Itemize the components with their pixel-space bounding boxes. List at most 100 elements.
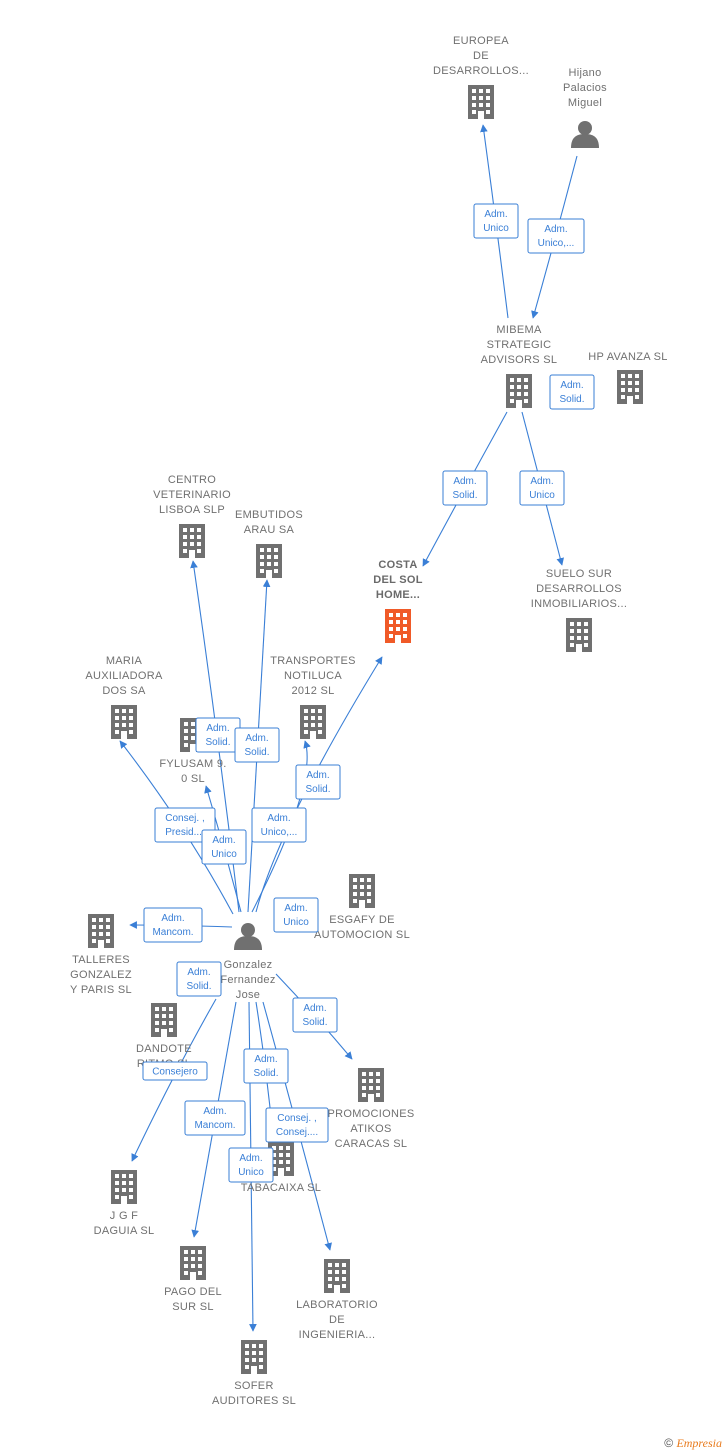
edge-label-box [143, 907, 203, 943]
edge-label-line: Adm. [161, 913, 184, 924]
edge-label-line: Consej.... [276, 1127, 318, 1138]
edge-label-gonzalez-to-transportes[interactable]: Adm. Solid. [295, 764, 341, 800]
edge-label-gonzalez-to-maria[interactable]: Consej. ,Presid.... [154, 807, 216, 843]
node-label-line: AUXILIADORA [85, 670, 163, 682]
node-label-line: DAGUIA SL [94, 1225, 155, 1237]
node-label-line: 0 SL [181, 773, 205, 785]
edge-label-line: Unico [283, 917, 309, 928]
node-label-line: NOTILUCA [284, 670, 342, 682]
building-icon [349, 874, 375, 908]
edge-label-mibema-to-costa[interactable]: Adm.Solid. [442, 470, 488, 506]
edge-label-gonzalez-to-embutidos[interactable]: Adm.Solid. [234, 727, 280, 763]
edge-label-line: Unico [483, 223, 509, 234]
edge-label-box [142, 1061, 208, 1081]
brand-logo[interactable]: Empresia [676, 1436, 722, 1450]
edge-label-mibema-to-suelo[interactable]: Adm.Unico [519, 470, 565, 506]
edge-label-box [273, 897, 319, 933]
edge-label-gonzalez-to-pago[interactable]: Adm.Mancom. [184, 1100, 246, 1136]
node-label-line: ADVISORS SL [481, 354, 558, 366]
edge-label-box [243, 1048, 289, 1084]
edge-label-line: Solid. [305, 784, 330, 795]
node-label-line: VETERINARIO [153, 489, 231, 501]
edge-label-line: Adm. [203, 1106, 226, 1117]
copyright-icon: © [664, 1436, 674, 1450]
edge-label-line: Adm. [267, 813, 290, 824]
edge-label-line: Adm. [239, 1153, 262, 1164]
edge-label-box [251, 807, 307, 843]
edge-label-gonzalez-to-talleres[interactable]: Adm.Mancom. [143, 907, 203, 943]
edge-label-line: Solid. [253, 1068, 278, 1079]
node-suelo[interactable]: SUELO SURDESARROLLOSINMOBILIARIOS... [531, 568, 627, 652]
node-hpavanza[interactable]: HP AVANZA SL [588, 351, 667, 404]
node-label-line: TABACAIXA SL [241, 1182, 321, 1194]
edge-label-line: Unico [211, 849, 237, 860]
edge-label-box [292, 997, 338, 1033]
edge-label-line: Unico [529, 490, 555, 501]
building-icon [324, 1259, 350, 1293]
node-europea[interactable]: EUROPEADEDESARROLLOS... [433, 35, 529, 119]
building-icon [468, 85, 494, 119]
edge-label-line: Consej. , [277, 1113, 316, 1124]
edge-label-gonzalez-to-dandote[interactable]: Adm.Solid. [176, 961, 222, 997]
node-label-line: ARAU SA [244, 524, 295, 536]
edge-label-line: Solid. [302, 1017, 327, 1028]
edge-label-gonzalez-to-jgf[interactable]: Consejero [142, 1061, 208, 1081]
node-label-line: SUR SL [172, 1301, 214, 1313]
edge-label-hijano-to-mibema[interactable]: Adm.Unico,... [527, 218, 585, 254]
building-icon [111, 705, 137, 739]
edge-label-mibema-to-hpavanza[interactable]: Adm.Solid. [549, 374, 595, 410]
edge-label-box [234, 727, 280, 763]
building-icon [358, 1068, 384, 1102]
edge-label-line: Adm. [306, 770, 329, 781]
node-label-line: EUROPEA [453, 35, 509, 47]
node-label-line: PROMOCIONES [327, 1108, 414, 1120]
edge-label-line: Adm. [245, 733, 268, 744]
person-icon [571, 121, 599, 148]
node-laboratorio[interactable]: LABORATORIODEINGENIERIA... [296, 1259, 378, 1341]
building-icon [385, 609, 411, 643]
node-dandote[interactable]: DANDOTERITMO SL [136, 1003, 192, 1070]
edge-label-line: Adm. [187, 967, 210, 978]
node-label-line: STRATEGIC [487, 339, 552, 351]
edge-label-gonzalez-to-centro[interactable]: Adm.Solid. [195, 717, 241, 753]
edge-label-box [473, 203, 519, 239]
edge-label-line: Adm. [544, 224, 567, 235]
node-label-line: DESARROLLOS... [433, 65, 529, 77]
node-fylusam[interactable]: FYLUSAM 9.0 SL [159, 718, 226, 785]
edge-label-gonzalez-to-fylusam[interactable]: Adm.Unico [201, 829, 247, 865]
edge-label-gonzalez-to-tabacaixa[interactable]: Adm.Solid. [243, 1048, 289, 1084]
building-icon [111, 1170, 137, 1204]
edge-label-gonzalez-to-esgafy[interactable]: Adm.Unico [273, 897, 319, 933]
edge-label-gonzalez-to-sofer[interactable]: Adm.Unico [228, 1147, 274, 1183]
edge-label-gonzalez-to-costa[interactable]: Adm.Unico,... [251, 807, 307, 843]
node-label-line: LABORATORIO [296, 1299, 378, 1311]
node-label-line: Hijano [569, 67, 602, 79]
edge-label-box [201, 829, 247, 865]
node-tabacaixa[interactable]: TABACAIXA SL [241, 1142, 321, 1194]
building-icon [617, 370, 643, 404]
edge-label-gonzalez-to-promociones[interactable]: Adm.Solid. [292, 997, 338, 1033]
edge-label-mibema-to-europea[interactable]: Adm.Unico [473, 203, 519, 239]
node-label-line: DANDOTE [136, 1043, 192, 1055]
node-label-line: TALLERES [72, 954, 130, 966]
node-label-line: Fernandez [220, 974, 275, 986]
edge-label-gonzalez-to-laboratorio[interactable]: Consej. , Consej.... [265, 1107, 329, 1143]
node-label-line: MARIA [106, 655, 143, 667]
edge-gonzalez-to-transportes [251, 740, 311, 913]
